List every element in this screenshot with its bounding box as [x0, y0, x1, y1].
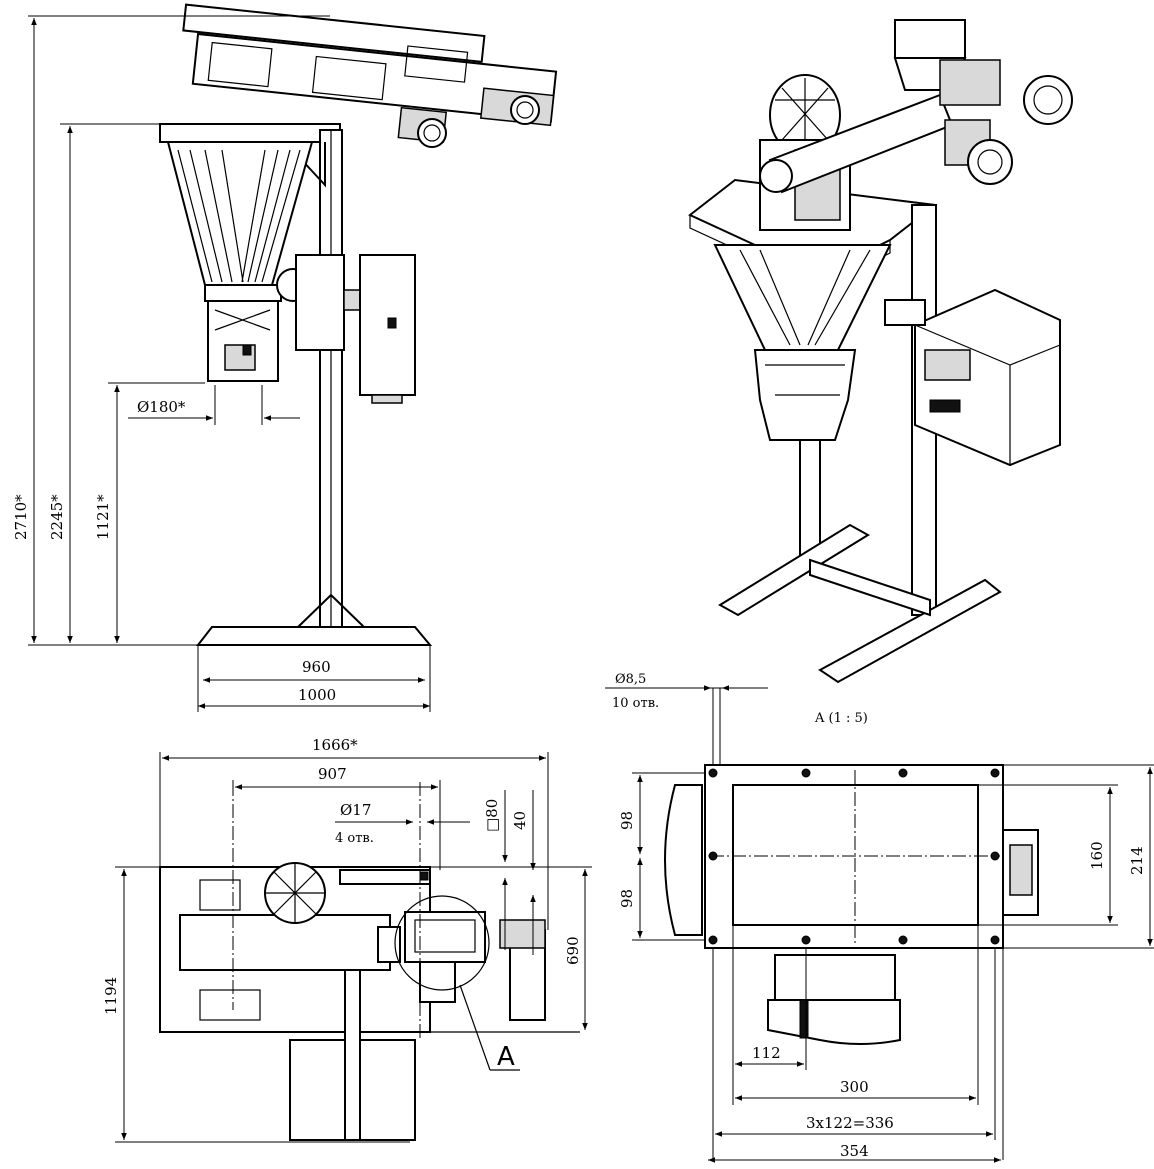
detail-title: A (1 : 5) — [814, 711, 868, 726]
dim-98-top: 98 — [618, 811, 636, 830]
dim-hole-count: 4 отв. — [335, 831, 374, 846]
front-view: 2710* 2245* 1121* Ø180* 960 1000 — [12, 3, 558, 712]
dim-40: 40 — [511, 811, 529, 830]
dim-214: 214 — [1128, 846, 1146, 875]
isometric-view — [688, 19, 1073, 684]
dim-1194: 1194 — [102, 977, 120, 1015]
dim-907: 907 — [318, 765, 347, 783]
dim-column-section: □80 — [483, 799, 501, 832]
plan-view: A 1666* 907 Ø17 4 отв. □80 40 690 1194 — [102, 736, 592, 1143]
dim-354: 354 — [840, 1142, 869, 1160]
dim-2245: 2245* — [48, 494, 66, 540]
dim-1000: 1000 — [298, 686, 336, 704]
dim-960: 960 — [302, 658, 331, 676]
dim-1121: 1121* — [94, 494, 112, 540]
detail-ref-label: A — [497, 1042, 515, 1072]
detail-a-view: A (1 : 5) Ø8,5 10 отв. 98 98 — [605, 672, 1154, 1163]
dim-160: 160 — [1088, 841, 1106, 870]
dim-hole-diameter-85: Ø8,5 — [615, 672, 646, 687]
dim-hole-count-10: 10 отв. — [612, 696, 659, 711]
dim-690: 690 — [564, 936, 582, 965]
dim-hole-diameter: Ø17 — [340, 801, 371, 819]
dim-1666: 1666* — [312, 736, 358, 754]
dim-336: 3x122=336 — [806, 1114, 894, 1132]
dim-112: 112 — [752, 1044, 781, 1062]
bolt-holes — [708, 768, 1000, 945]
dim-2710: 2710* — [12, 494, 30, 540]
dim-98-bottom: 98 — [618, 889, 636, 908]
dim-outlet-diameter: Ø180* — [137, 398, 186, 416]
dim-300: 300 — [840, 1078, 869, 1096]
